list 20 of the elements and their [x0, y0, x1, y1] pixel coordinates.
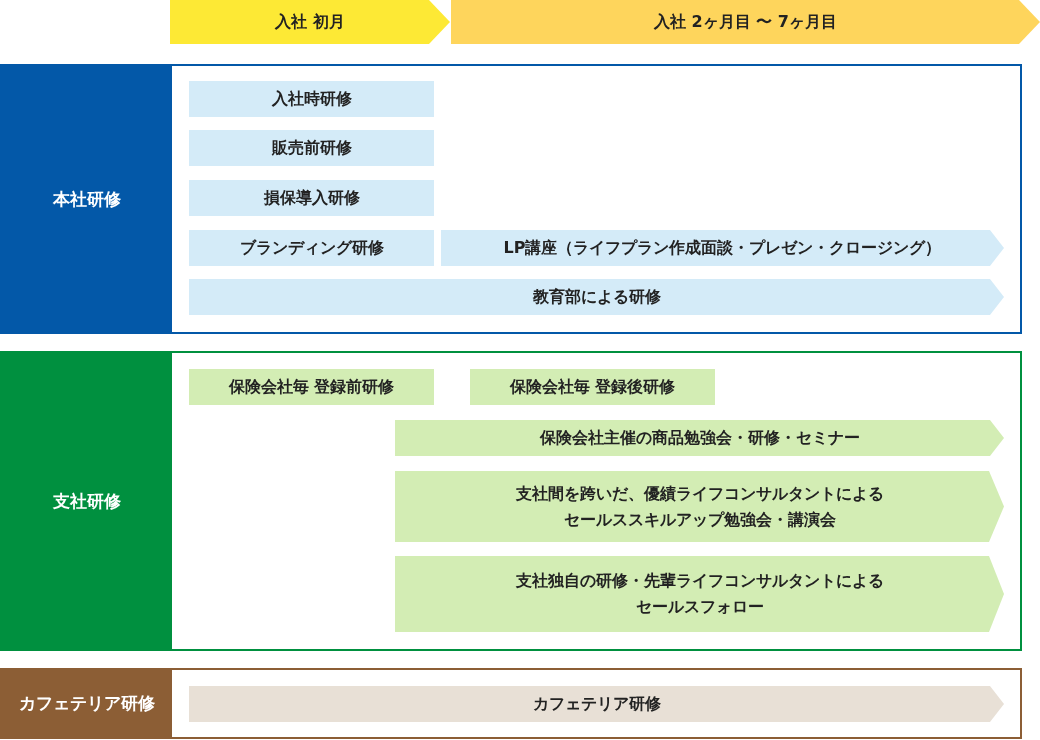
training-bar: 支社独自の研修・先輩ライフコンサルタントによるセールスフォロー — [395, 556, 1004, 632]
section-panel — [0, 668, 1022, 739]
training-box: 損保導入研修 — [189, 180, 434, 216]
training-box: 入社時研修 — [189, 81, 434, 117]
training-box: 保険会社毎 登録前研修 — [189, 369, 434, 405]
period-banner: 入社 2ヶ月目 〜 7ヶ月目 — [451, 0, 1040, 44]
section-panel — [0, 351, 1022, 651]
training-bar: 教育部による研修 — [189, 279, 1004, 315]
section-heading: 支社研修 — [2, 353, 172, 649]
training-bar: 支社間を跨いだ、優績ライフコンサルタントによるセールススキルアップ勉強会・講演会 — [395, 471, 1004, 542]
period-banner: 入社 初月 — [170, 0, 450, 44]
training-bar: LP講座（ライフプラン作成面談・プレゼン・クロージング） — [441, 230, 1004, 266]
section-heading: カフェテリア研修 — [2, 670, 172, 737]
section-heading: 本社研修 — [2, 66, 172, 332]
training-bar: カフェテリア研修 — [189, 686, 1004, 722]
training-box: 販売前研修 — [189, 130, 434, 166]
training-box: 保険会社毎 登録後研修 — [470, 369, 715, 405]
section-panel — [0, 64, 1022, 334]
training-bar: 保険会社主催の商品勉強会・研修・セミナー — [395, 420, 1004, 456]
training-box: ブランディング研修 — [189, 230, 434, 266]
